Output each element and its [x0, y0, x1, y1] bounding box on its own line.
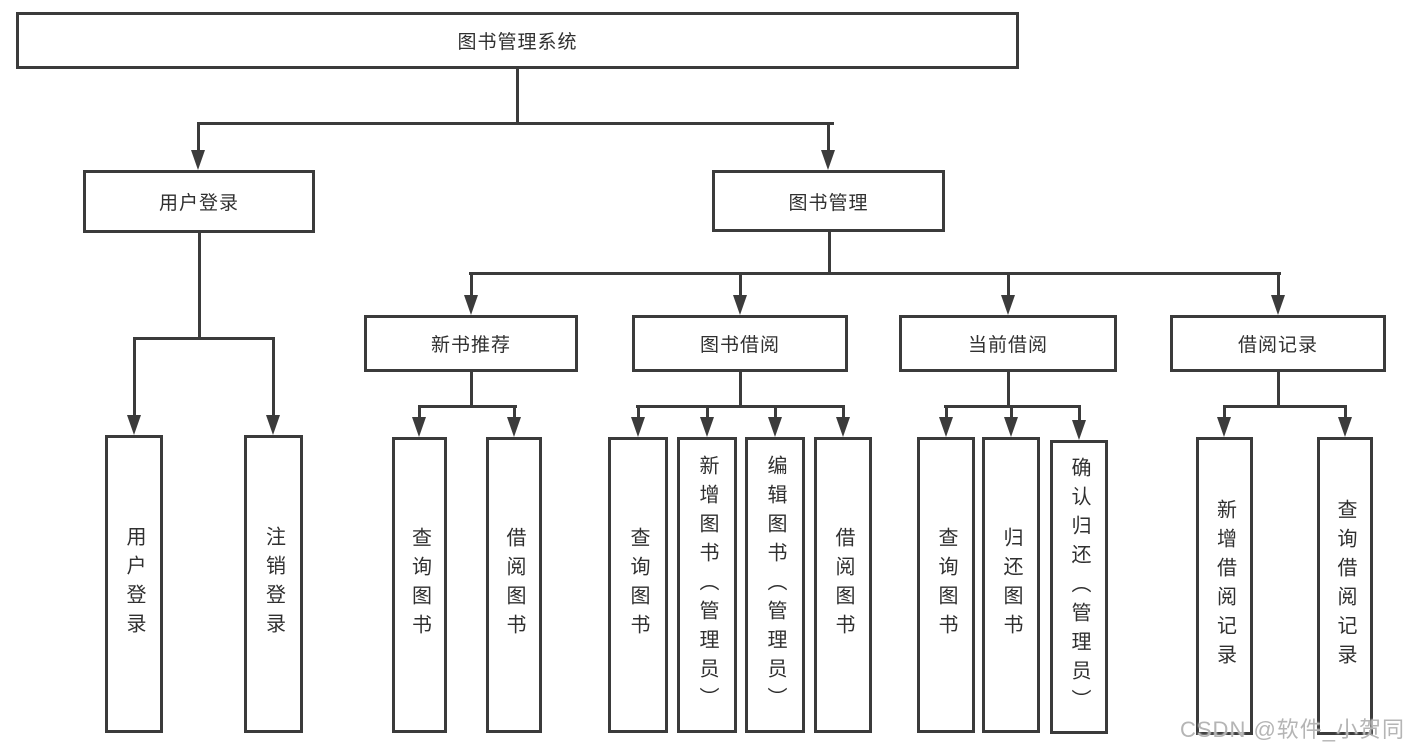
connector-vline	[198, 233, 201, 337]
connector-vline	[739, 372, 742, 405]
arrow-down-icon	[1001, 295, 1015, 315]
arrow-down-icon	[1072, 420, 1086, 440]
connector-vline	[1277, 372, 1280, 405]
node-add-borrow-record: 新增借阅记录	[1196, 437, 1253, 735]
connector-hline	[133, 337, 275, 340]
connector-hline	[469, 272, 1281, 275]
connector-vline	[516, 69, 519, 122]
connector-vline	[945, 405, 948, 419]
node-edit-book-admin: 编辑图书（管理员）	[745, 437, 805, 733]
node-new-book-recommend: 新书推荐	[364, 315, 578, 372]
node-book-borrowing: 图书借阅	[632, 315, 848, 372]
connector-vline	[706, 405, 709, 419]
node-logout: 注销登录	[244, 435, 303, 733]
connector-vline	[842, 405, 845, 419]
connector-vline	[1277, 272, 1280, 297]
connector-vline	[133, 337, 136, 417]
watermark: CSDN @软件_小贺同学	[1180, 717, 1405, 742]
node-query-book: 查询图书	[917, 437, 975, 733]
node-return-book: 归还图书	[982, 437, 1040, 733]
arrow-down-icon	[733, 295, 747, 315]
arrow-down-icon	[507, 417, 521, 437]
connector-vline	[470, 272, 473, 297]
connector-vline	[739, 272, 742, 297]
connector-vline	[197, 122, 200, 152]
arrow-down-icon	[1338, 417, 1352, 437]
node-borrow-book: 借阅图书	[486, 437, 542, 733]
arrow-down-icon	[191, 150, 205, 170]
node-borrowing-records: 借阅记录	[1170, 315, 1386, 372]
connector-hline	[1223, 405, 1347, 408]
arrow-down-icon	[412, 417, 426, 437]
connector-vline	[1007, 272, 1010, 297]
node-user-login: 用户登录	[83, 170, 315, 233]
arrow-down-icon	[127, 415, 141, 435]
arrow-down-icon	[768, 417, 782, 437]
node-borrow-book: 借阅图书	[814, 437, 872, 733]
arrow-down-icon	[821, 150, 835, 170]
connector-vline	[1078, 405, 1081, 421]
arrow-down-icon	[939, 417, 953, 437]
node-library-management-system: 图书管理系统	[16, 12, 1019, 69]
node-query-book: 查询图书	[608, 437, 668, 733]
connector-vline	[513, 405, 516, 419]
arrow-down-icon	[1217, 417, 1231, 437]
node-confirm-return-admin: 确认归还（管理员）	[1050, 440, 1108, 734]
connector-hline	[636, 405, 845, 408]
arrow-down-icon	[266, 415, 280, 435]
arrow-down-icon	[631, 417, 645, 437]
connector-vline	[272, 337, 275, 417]
node-query-book: 查询图书	[392, 437, 447, 733]
arrow-down-icon	[836, 417, 850, 437]
arrow-down-icon	[464, 295, 478, 315]
node-user-login-leaf: 用户登录	[105, 435, 163, 733]
connector-vline	[637, 405, 640, 419]
connector-hline	[418, 405, 517, 408]
connector-vline	[1223, 405, 1226, 419]
connector-vline	[1010, 405, 1013, 419]
connector-hline	[197, 122, 834, 125]
connector-vline	[418, 405, 421, 419]
arrow-down-icon	[700, 417, 714, 437]
connector-vline	[470, 372, 473, 405]
arrow-down-icon	[1271, 295, 1285, 315]
connector-vline	[1007, 372, 1010, 405]
node-current-borrowing: 当前借阅	[899, 315, 1117, 372]
node-book-management: 图书管理	[712, 170, 945, 232]
connector-vline	[827, 122, 830, 152]
connector-vline	[774, 405, 777, 419]
node-add-book-admin: 新增图书（管理员）	[677, 437, 737, 733]
connector-vline	[1344, 405, 1347, 419]
connector-vline	[828, 232, 831, 272]
node-query-borrow-record: 查询借阅记录	[1317, 437, 1373, 735]
arrow-down-icon	[1004, 417, 1018, 437]
